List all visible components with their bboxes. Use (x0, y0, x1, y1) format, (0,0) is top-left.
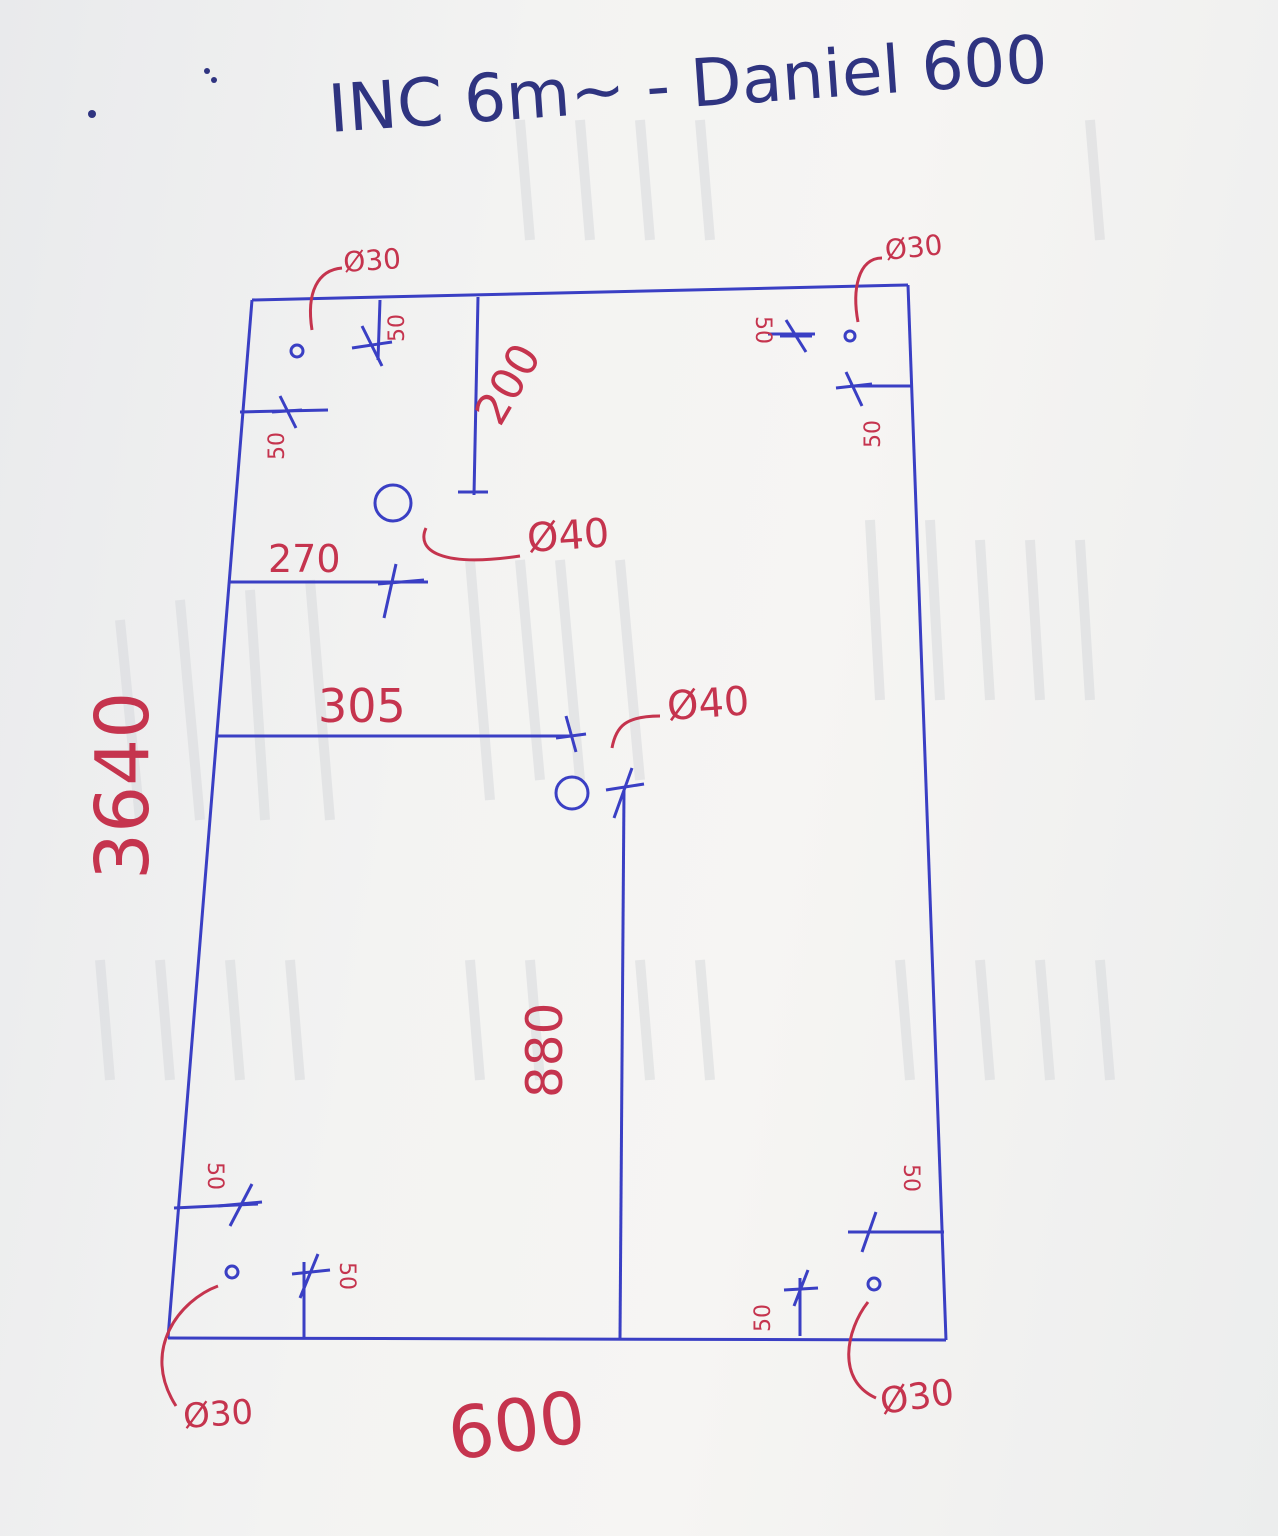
cross-mark (377, 563, 425, 619)
hole-top-right (843, 329, 857, 343)
line-200-vertical (472, 296, 480, 496)
dimension-270: 270 (268, 537, 341, 581)
internal-lines (173, 296, 944, 1339)
diameter-label-top-right: Ø30 (883, 228, 944, 267)
cross-mark (217, 1183, 263, 1227)
offset-label: 50 (751, 1304, 776, 1332)
offset-label: 50 (265, 432, 290, 460)
ink-dot (88, 110, 96, 118)
cross-mark (351, 325, 393, 367)
cross-marks (217, 319, 888, 1307)
hole-bottom-right (866, 1276, 882, 1292)
hole-center (554, 775, 590, 811)
cross-mark (605, 767, 645, 819)
offset-label: 50 (334, 1262, 359, 1290)
ink-dot (211, 77, 217, 83)
cross-mark (555, 715, 587, 753)
dimension-overall-height: 3640 (80, 692, 166, 880)
offset-label: 50 (750, 316, 775, 344)
outer-outline (166, 283, 948, 1342)
diameter-label-center: Ø40 (665, 678, 750, 730)
holes (224, 329, 882, 1292)
diameter-label-top-left: Ø30 (342, 242, 402, 279)
cross-mark (835, 371, 873, 407)
offset-label: 50 (202, 1162, 227, 1190)
leader-bottom-right (847, 1301, 877, 1400)
diameter-label-bottom-left: Ø30 (182, 1392, 255, 1437)
leader-center (610, 714, 661, 749)
cross-mark (291, 1253, 331, 1299)
offset-label: 50 (898, 1164, 923, 1192)
leader-top-right (854, 256, 883, 323)
offset-label: 50 (385, 314, 410, 342)
ink-dot (204, 68, 210, 74)
offset-label: 50 (861, 420, 886, 448)
diameter-label-bottom-right: Ø30 (878, 1372, 957, 1423)
leader-upper-middle (422, 527, 521, 562)
cross-mark (780, 319, 812, 353)
hole-top-left (289, 343, 305, 359)
hole-upper-middle (373, 483, 413, 523)
top-left-offset-v (376, 299, 382, 361)
dimension-880: 880 (516, 1003, 574, 1098)
dimension-overall-width: 600 (443, 1375, 591, 1477)
diameter-label-upper-middle: Ø40 (525, 510, 610, 562)
page-title: INC 6m~ - Daniel 600 (326, 21, 1050, 148)
dimension-305: 305 (318, 679, 406, 733)
leader-top-left (309, 266, 343, 331)
cross-mark (848, 1211, 888, 1253)
hole-bottom-left (224, 1264, 240, 1280)
cross-mark (271, 395, 303, 429)
leader-bottom-left (160, 1284, 219, 1407)
line-880-vertical (618, 789, 626, 1339)
cross-mark (783, 1269, 819, 1307)
